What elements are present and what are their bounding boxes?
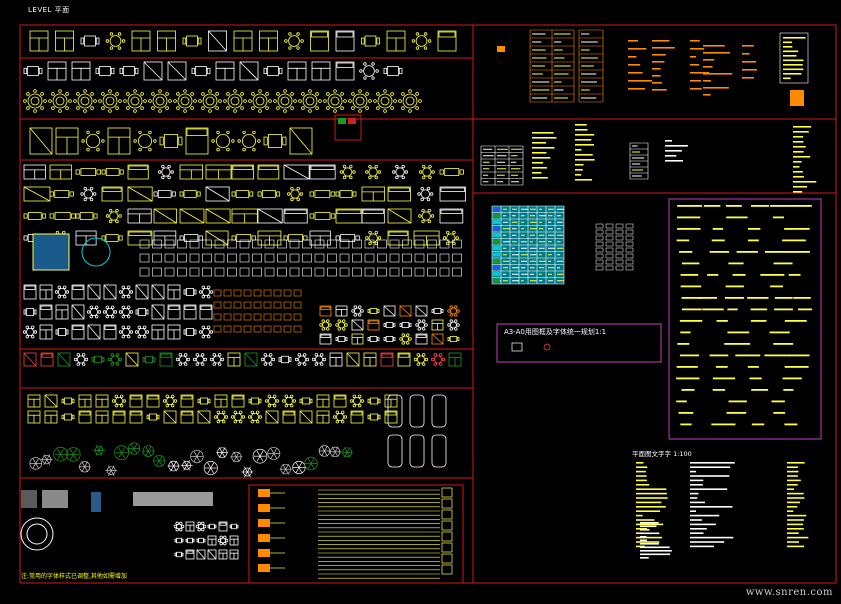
a3-frame-title: A3-A0用图框及字体统一规划1:1 (504, 328, 607, 336)
watermark: www.snren.com (745, 587, 833, 598)
level-label: LEVEL 平面 (28, 6, 70, 14)
legend-tables (480, 29, 817, 559)
bottom-note: 注:常用的字体样式已调整,其他如需增加 (21, 573, 127, 580)
drawing-frames (19, 24, 837, 584)
block-library-symbols (20, 30, 466, 579)
scale-title: 平面图文字字 1:100 (632, 450, 692, 458)
